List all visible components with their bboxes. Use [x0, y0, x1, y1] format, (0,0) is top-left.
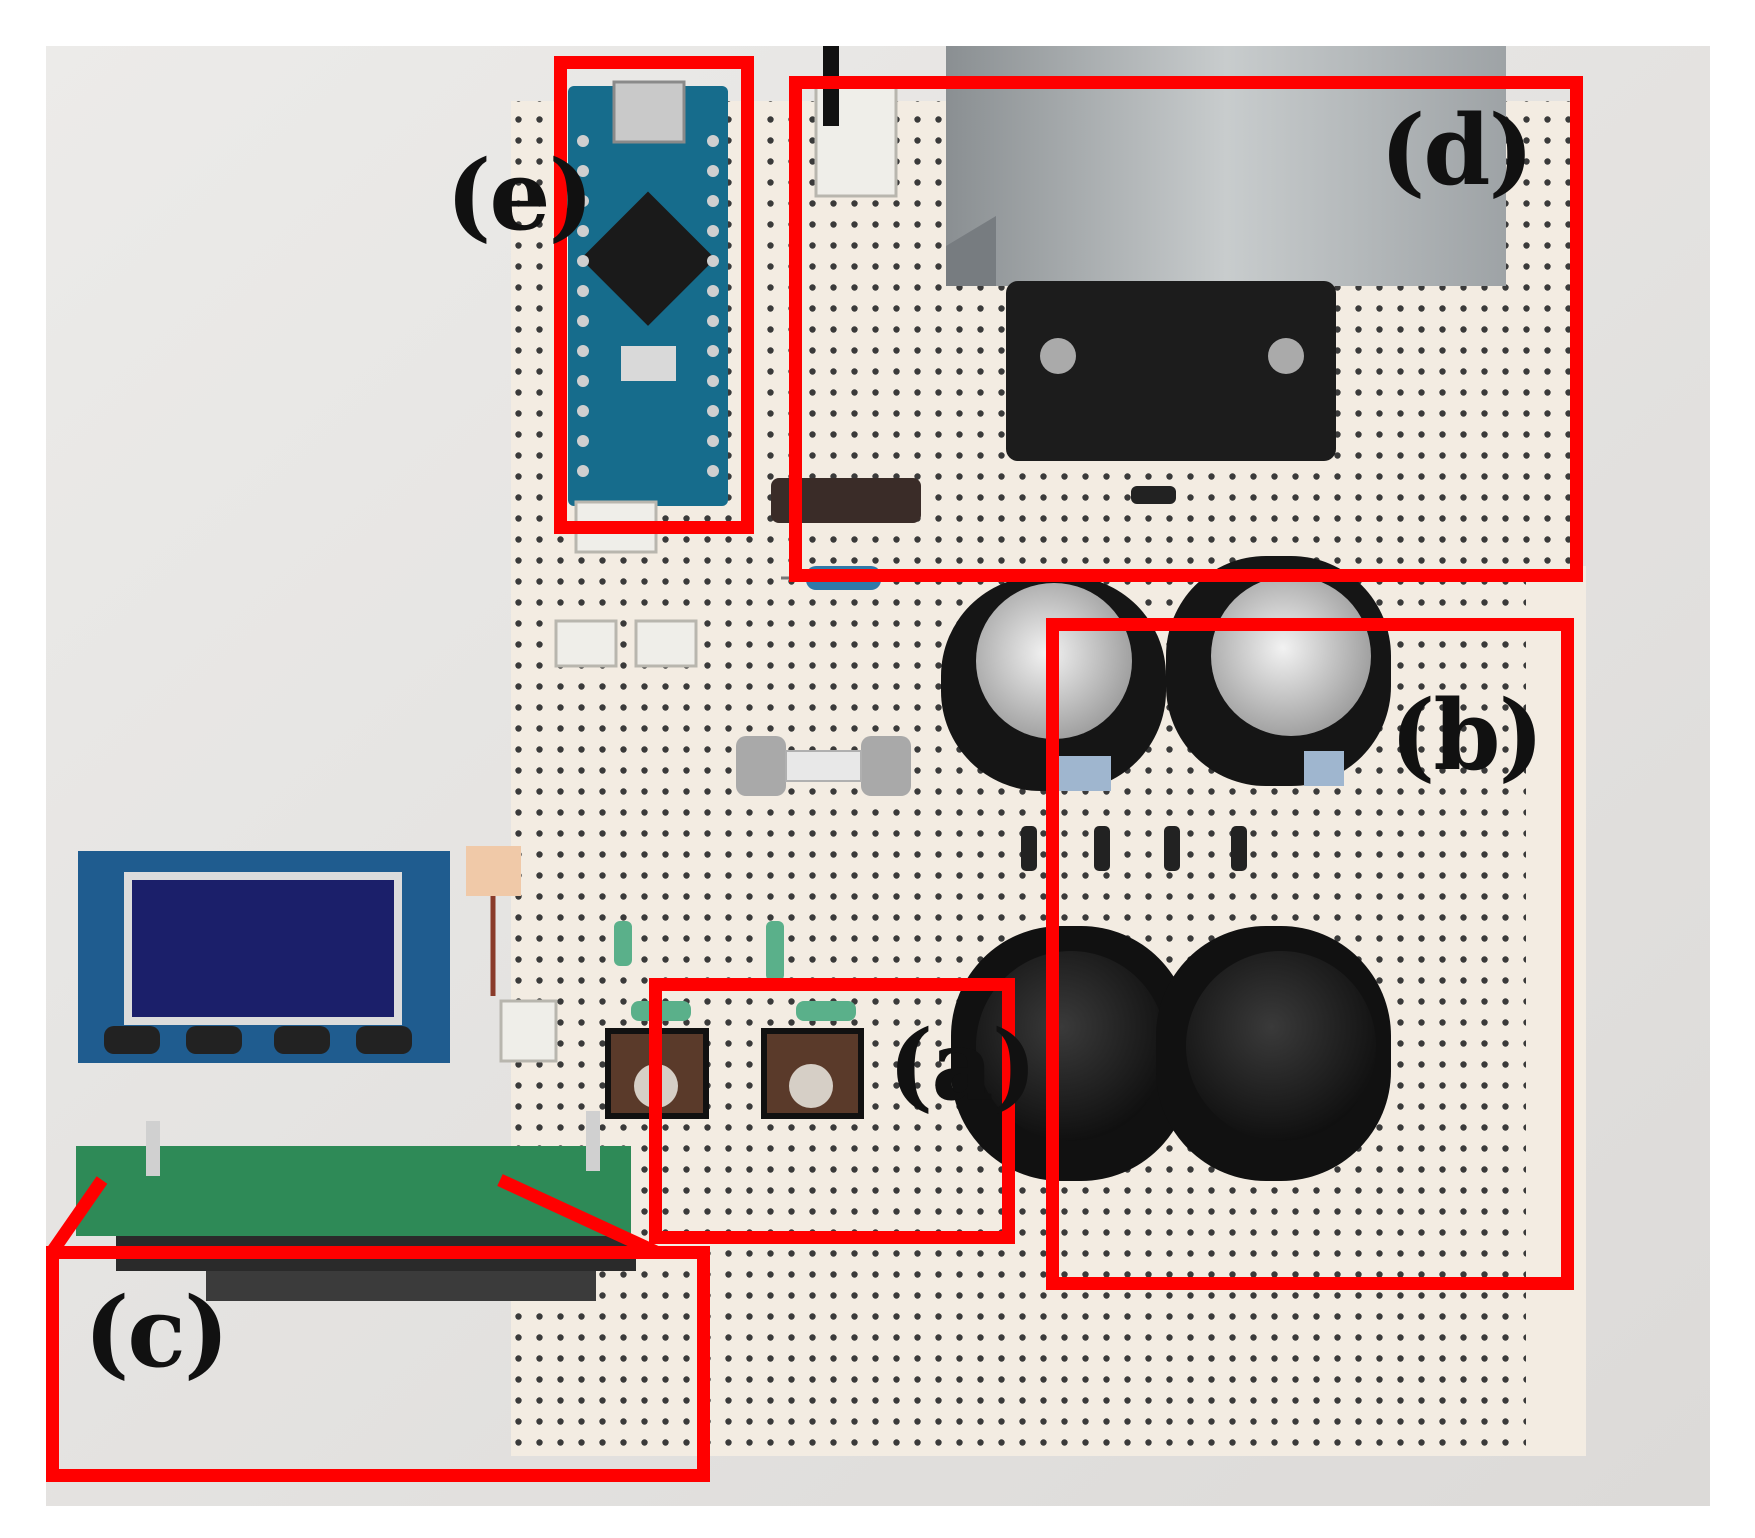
label-d: (d): [1380, 94, 1534, 207]
highlight-box-b: [1046, 618, 1574, 1290]
highlight-box-e: [554, 56, 754, 534]
label-a: (a): [888, 1009, 1037, 1122]
highlight-box-a: [649, 978, 1015, 1244]
label-c: (c): [84, 1276, 229, 1389]
label-b: (b): [1390, 679, 1544, 792]
highlight-box-c: [46, 1246, 710, 1482]
highlight-box-d: [789, 76, 1583, 582]
arduino-nano-board: [568, 80, 728, 506]
label-e: (e): [446, 139, 594, 252]
